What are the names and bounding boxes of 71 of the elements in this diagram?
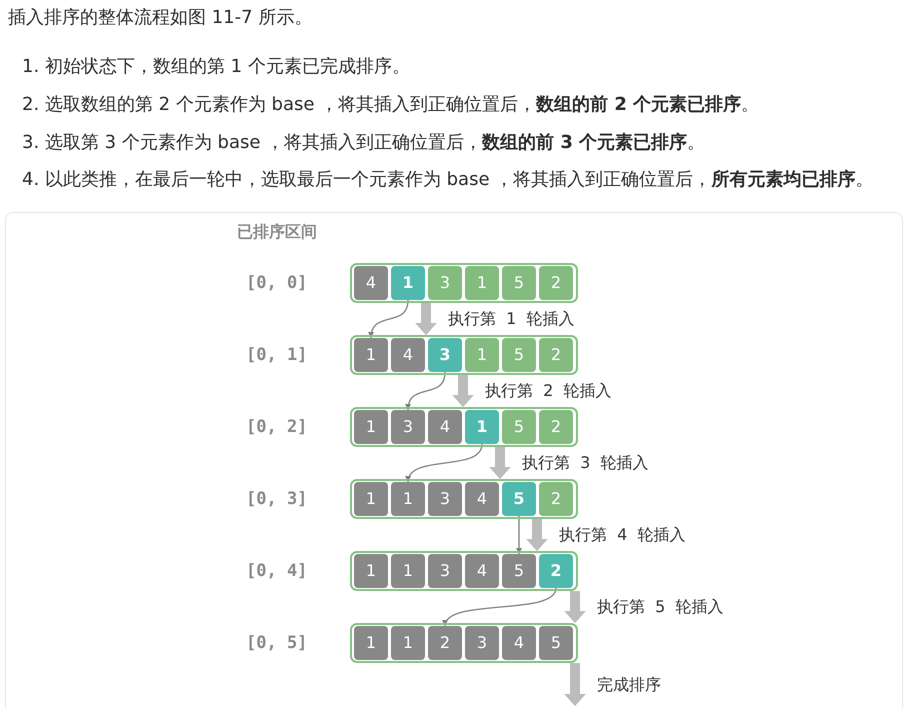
intro-text: 插入排序的整体流程如图 11-7 所示。 [8,6,312,30]
array-cell: 2 [428,626,462,660]
edge-label: 执行第 4 轮插入 [559,524,686,546]
edge-label: 执行第 5 轮插入 [597,596,724,618]
array-cell: 1 [391,554,425,588]
array-cell: 1 [465,410,499,444]
range-label: [0, 3] [246,488,308,511]
array-cell: 1 [354,410,388,444]
array-cell: 1 [354,338,388,372]
array-cell: 2 [539,338,573,372]
array-cell: 5 [502,554,536,588]
array-cell: 4 [465,554,499,588]
array-frame [350,335,578,375]
array-cell: 5 [539,626,573,660]
array-frame [350,479,578,519]
down-arrow [489,447,511,479]
array-cell: 3 [428,554,462,588]
array-cell: 1 [354,554,388,588]
edge-label: 执行第 3 轮插入 [522,452,648,474]
array-cell: 3 [428,482,462,516]
down-arrow [564,663,586,706]
range-heading: 已排序区间 [237,221,317,243]
array-frame [350,407,578,447]
curved-arrow [406,444,483,482]
edge-label: 执行第 2 轮插入 [485,380,612,402]
array-cell: 5 [502,410,536,444]
array-cell: 5 [502,482,536,516]
array-frame [350,263,578,303]
array-frame [350,551,578,591]
edge-label: 完成排序 [597,674,661,696]
curved-arrow [444,588,557,626]
range-label: [0, 2] [246,416,308,439]
array-cell: 1 [465,338,499,372]
array-cell: 3 [428,266,462,300]
array-cell: 3 [465,626,499,660]
down-arrow [526,519,548,551]
down-arrow [452,375,474,407]
array-cell: 4 [354,266,388,300]
curved-arrow [406,372,446,410]
array-cell: 3 [391,410,425,444]
edge-label: 执行第 1 轮插入 [448,308,574,330]
down-arrow [564,591,586,623]
array-cell: 4 [391,338,425,372]
array-cell: 2 [539,554,573,588]
array-cell: 1 [391,266,425,300]
array-cell: 2 [539,482,573,516]
curved-arrow [516,516,522,554]
array-cell: 2 [539,266,573,300]
range-label: [0, 1] [246,344,308,367]
list-item: 1. 初始状态下，数组的第 1 个元素已完成排序。 [22,55,410,79]
list-item: 2. 选取数组的第 2 个元素作为 base ，将其插入到正确位置后，数组的前 2 个元素已排序。 [22,93,760,117]
array-cell: 1 [465,266,499,300]
array-cell: 1 [391,626,425,660]
list-item: 4. 以此类推，在最后一轮中，选取最后一个元素作为 base ，将其插入到正确位置后，所有元素均已排序。 [22,168,874,192]
array-cell: 4 [428,410,462,444]
array-frame [350,623,578,663]
array-cell: 1 [391,482,425,516]
array-cell: 3 [428,338,462,372]
range-label: [0, 5] [246,632,308,655]
array-cell: 4 [465,482,499,516]
down-arrow [415,303,437,335]
array-cell: 5 [502,266,536,300]
array-cell: 1 [354,626,388,660]
array-cell: 1 [354,482,388,516]
array-cell: 2 [539,410,573,444]
range-label: [0, 0] [246,272,308,295]
array-cell: 5 [502,338,536,372]
list-item: 3. 选取第 3 个元素作为 base ，将其插入到正确位置后，数组的前 3 个元素已排序。 [22,131,706,155]
array-cell: 4 [502,626,536,660]
curved-arrow [368,300,409,338]
range-label: [0, 4] [246,560,308,583]
